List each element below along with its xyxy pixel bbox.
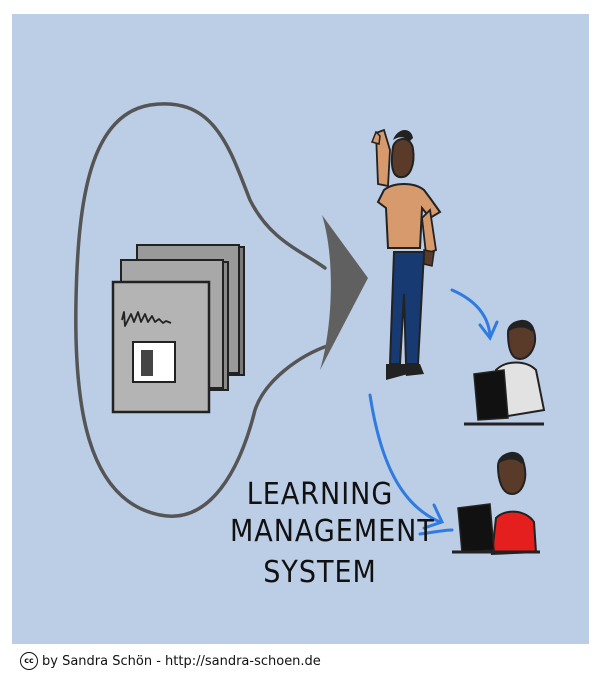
title-line-system: SYSTEM bbox=[263, 555, 377, 590]
funnel-arrow bbox=[320, 215, 368, 370]
credit-line: cc by Sandra Schön - http://sandra-schoe… bbox=[20, 650, 321, 672]
teacher-figure bbox=[370, 128, 442, 380]
learner-two-figure bbox=[452, 451, 540, 556]
title-line-learning: LEARNING bbox=[246, 477, 394, 512]
bubble-outline bbox=[74, 102, 332, 518]
creative-commons-icon: cc bbox=[20, 652, 38, 670]
title-line-management: MANAGEMENT bbox=[230, 514, 435, 549]
learner-one-figure bbox=[464, 319, 546, 426]
course-documents-stack bbox=[111, 244, 245, 414]
handwriting-scribble bbox=[121, 311, 172, 327]
credit-text[interactable]: by Sandra Schön - http://sandra-schoen.d… bbox=[42, 653, 321, 669]
blue-arrows bbox=[368, 288, 499, 536]
